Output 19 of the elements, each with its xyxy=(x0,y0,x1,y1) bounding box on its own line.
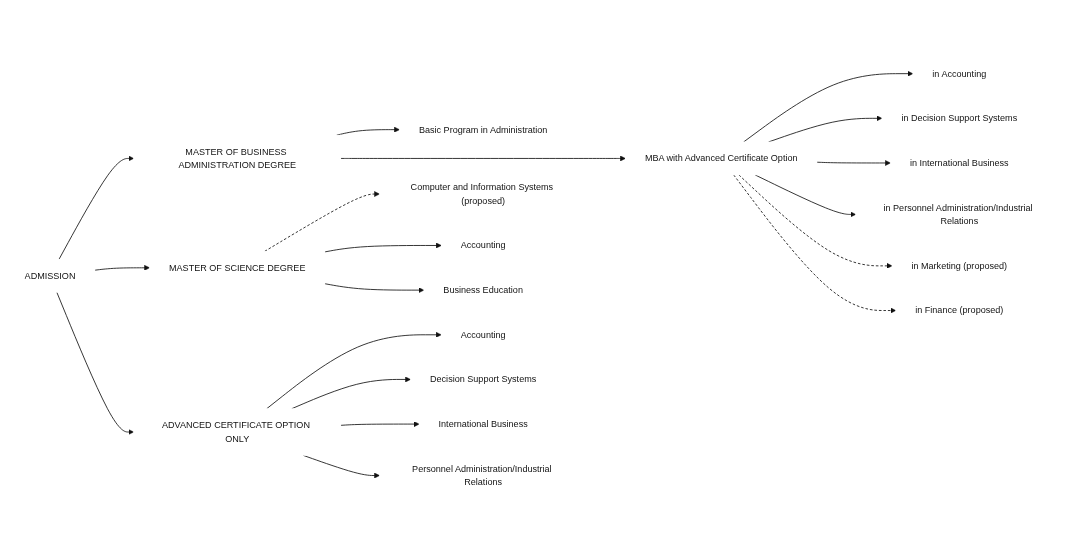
node-text: MASTER OF SCIENCE DEGREE xyxy=(169,262,306,273)
node-text: Personnel Administration/Industrial Relations xyxy=(412,463,552,488)
node-text: Decision Support Systems xyxy=(430,373,537,385)
node-text: in Personnel Administration/Industrial Relations xyxy=(883,202,1033,227)
node-text: Basic Program in Administration xyxy=(418,124,548,135)
node-text: in Decision Support Systems xyxy=(901,112,1018,124)
node-text: in Marketing (proposed) xyxy=(911,260,1008,271)
node-text: MASTER OF BUSINESS ADMINISTRATION DEGREE xyxy=(178,146,297,171)
node-text: ADVANCED CERTIFICATE OPTION ONLY xyxy=(161,419,310,444)
node-text: in Accounting xyxy=(932,68,987,79)
node-text: MBA with Advanced Certificate Option xyxy=(644,152,798,164)
node-text: Business Education xyxy=(443,284,523,295)
node-text: ADMISSION xyxy=(24,270,76,281)
node-text: Accounting xyxy=(460,239,506,251)
node-text: Computer and Information Systems (proposed) xyxy=(410,181,554,206)
node-text: Accounting xyxy=(460,329,506,340)
node-text: in Finance (proposed) xyxy=(915,305,1004,316)
node-text: International Business xyxy=(438,418,528,429)
node-text: in International Business xyxy=(909,157,1009,168)
